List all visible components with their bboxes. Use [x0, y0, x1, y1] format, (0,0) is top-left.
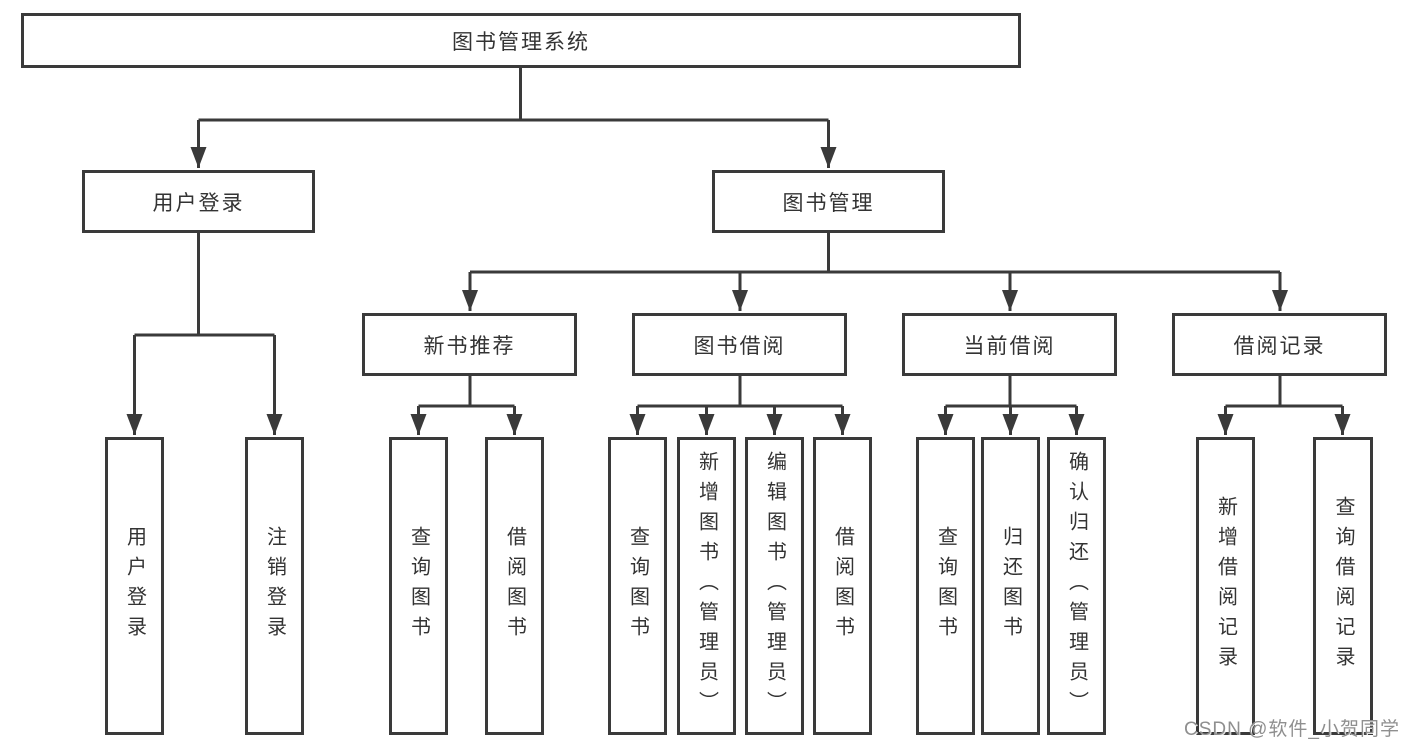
leaf-borrow-books-recommend-label: 借阅图书: [503, 526, 526, 646]
node-borrowing-records-label: 借阅记录: [1233, 334, 1326, 358]
watermark: CSDN @软件_小贺同学: [1184, 719, 1400, 740]
leaf-query-books-recommend-label: 查询图书: [407, 526, 430, 646]
leaf-borrow-books-recommend: 借阅图书: [485, 437, 544, 735]
leaf-confirm-return-admin: 确认归还（管理员）: [1047, 437, 1106, 735]
leaf-add-borrow-record: 新增借阅记录: [1196, 437, 1255, 735]
node-current-borrowing: 当前借阅: [902, 313, 1117, 376]
node-book-management: 图书管理: [712, 170, 945, 233]
leaf-return-books: 归还图书: [981, 437, 1040, 735]
leaf-add-books-admin-label: 新增图书（管理员）: [695, 451, 718, 721]
leaf-query-books-borrowing-label: 查询图书: [626, 526, 649, 646]
node-user-login: 用户登录: [82, 170, 315, 233]
node-user-login-label: 用户登录: [152, 191, 245, 215]
leaf-add-books-admin: 新增图书（管理员）: [677, 437, 736, 735]
leaf-return-books-label: 归还图书: [999, 526, 1022, 646]
leaf-confirm-return-admin-label: 确认归还（管理员）: [1065, 451, 1088, 721]
leaf-add-borrow-record-label: 新增借阅记录: [1214, 496, 1237, 676]
node-root: 图书管理系统: [21, 13, 1021, 68]
node-new-book-recommend: 新书推荐: [362, 313, 577, 376]
node-borrowing-records: 借阅记录: [1172, 313, 1387, 376]
node-book-management-label: 图书管理: [782, 191, 875, 215]
leaf-edit-books-admin-label: 编辑图书（管理员）: [763, 451, 786, 721]
leaf-borrow-books-borrowing: 借阅图书: [813, 437, 872, 735]
leaf-user-login-label: 用户登录: [123, 526, 146, 646]
node-book-borrowing: 图书借阅: [632, 313, 847, 376]
leaf-query-books-borrowing: 查询图书: [608, 437, 667, 735]
node-new-book-recommend-label: 新书推荐: [423, 334, 516, 358]
leaf-query-borrow-record: 查询借阅记录: [1313, 437, 1373, 735]
leaf-logout-label: 注销登录: [263, 526, 286, 646]
leaf-edit-books-admin: 编辑图书（管理员）: [745, 437, 804, 735]
leaf-query-books-recommend: 查询图书: [389, 437, 448, 735]
leaf-query-books-current-label: 查询图书: [934, 526, 957, 646]
node-root-label: 图书管理系统: [452, 30, 590, 54]
leaf-logout: 注销登录: [245, 437, 304, 735]
leaf-query-borrow-record-label: 查询借阅记录: [1332, 496, 1354, 676]
node-book-borrowing-label: 图书借阅: [693, 334, 786, 358]
leaf-user-login: 用户登录: [105, 437, 164, 735]
leaf-query-books-current: 查询图书: [916, 437, 975, 735]
leaf-borrow-books-borrowing-label: 借阅图书: [831, 526, 854, 646]
node-current-borrowing-label: 当前借阅: [963, 334, 1056, 358]
